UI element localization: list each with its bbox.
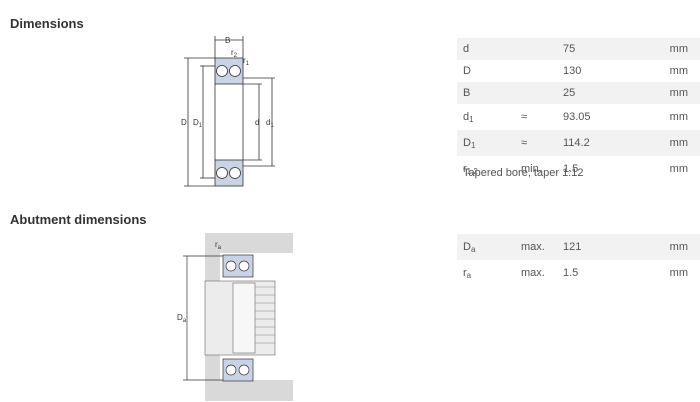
row-value: 114.2 — [563, 137, 590, 149]
row-unit: mm — [669, 241, 688, 253]
table-row: r1,2 min. 1.5 mm — [457, 156, 700, 182]
roller — [229, 167, 241, 179]
row-value: 75 — [563, 43, 576, 55]
label-Da: Da — [177, 313, 187, 324]
row-value: 121 — [563, 241, 582, 253]
label-ra: ra — [215, 240, 222, 251]
label-r1: r1 — [243, 56, 250, 67]
row-value: 93.05 — [563, 111, 591, 123]
label-d1: d1 — [266, 118, 274, 129]
row-qualifier: ≈ — [521, 137, 528, 149]
roller — [238, 260, 250, 272]
taper-note: Tapered bore, taper 1:12 — [463, 167, 584, 179]
table-row: d1 ≈93.05 mm — [457, 104, 700, 130]
abutment-drawing: ra Da — [177, 233, 293, 401]
row-qualifier: min. — [521, 163, 542, 175]
roller — [225, 364, 237, 376]
bearing-cross-section-drawing: B r2 r1 D D1 d d1 — [181, 36, 275, 187]
row-unit: mm — [669, 111, 688, 123]
roller — [216, 65, 228, 77]
roller — [225, 260, 237, 272]
row-symbol: D1 — [463, 137, 476, 150]
row-symbol: D — [463, 65, 471, 77]
row-unit: mm — [669, 137, 688, 149]
abutment-dimensions-title: Abutment dimensions — [10, 212, 147, 227]
row-symbol: B — [463, 87, 471, 99]
table-row: D 130 mm — [457, 60, 700, 82]
table-row: B 25 mm — [457, 82, 700, 104]
row-qualifier: max. — [521, 241, 545, 253]
row-unit: mm — [669, 267, 688, 279]
label-D: D — [181, 118, 187, 127]
row-qualifier: ≈ — [521, 111, 528, 123]
label-d: d — [255, 118, 259, 127]
roller — [229, 65, 241, 77]
abutment-table: Da max. 121 mm ra max. 1.5 mm — [457, 234, 700, 286]
row-symbol: d — [463, 43, 470, 55]
label-D1: D1 — [193, 118, 203, 129]
label-r2: r2 — [231, 48, 238, 59]
row-qualifier: max. — [521, 267, 545, 279]
label-B: B — [225, 36, 230, 45]
row-symbol: Da — [463, 241, 476, 254]
roller — [238, 364, 250, 376]
row-value: 25 — [563, 87, 576, 99]
row-symbol: d1 — [463, 111, 474, 124]
table-row: ra max. 1.5 mm — [457, 260, 700, 286]
row-unit: mm — [669, 163, 688, 175]
table-row: D1 ≈114.2 mm — [457, 130, 700, 156]
row-unit: mm — [669, 43, 688, 55]
dimensions-title: Dimensions — [10, 16, 84, 31]
row-value: 1.5 — [563, 267, 579, 279]
row-symbol: ra — [463, 267, 472, 280]
table-row: Da max. 121 mm — [457, 234, 700, 260]
row-value: 130 — [563, 65, 582, 77]
row-symbol: r1,2 — [463, 163, 478, 176]
row-unit: mm — [669, 87, 688, 99]
row-value: 1.5 — [563, 163, 579, 175]
row-unit: mm — [669, 65, 688, 77]
roller — [216, 167, 228, 179]
table-row: d 75 mm — [457, 38, 700, 60]
